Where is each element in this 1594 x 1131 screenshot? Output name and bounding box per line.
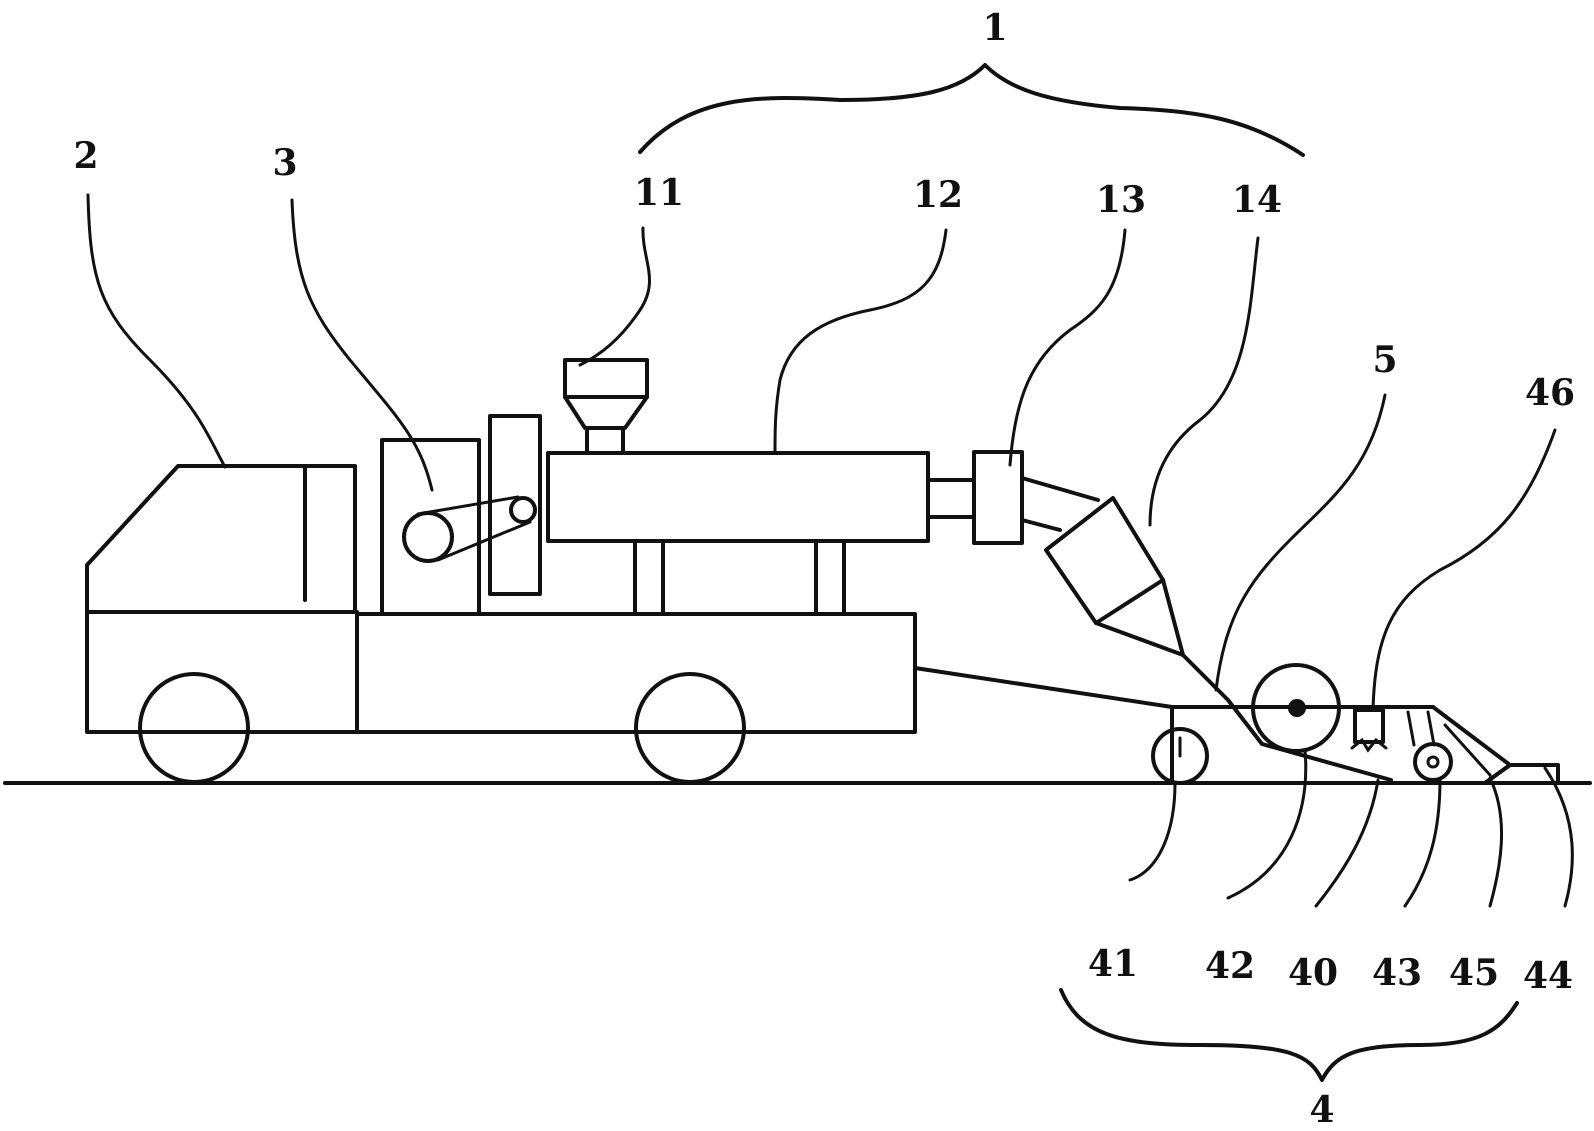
feed-pipe-top (1020, 476, 1100, 502)
label-3: 3 (272, 142, 297, 184)
film-roll-hub (1288, 699, 1306, 717)
brace-1 (638, 63, 1305, 157)
press-arm-left (1406, 710, 1416, 747)
extrusion-head (972, 450, 1024, 545)
label-4: 4 (1309, 1089, 1334, 1131)
front-wheel (138, 672, 250, 784)
leader-43 (1403, 778, 1442, 908)
leader-40 (1314, 778, 1380, 908)
label-13: 13 (1096, 179, 1146, 221)
leader-42 (1226, 748, 1308, 900)
drive-unit (380, 414, 542, 616)
extruder-barrel (546, 451, 930, 543)
label-12: 12 (913, 174, 963, 216)
hopper-top (563, 358, 649, 399)
label-40: 40 (1288, 952, 1338, 994)
barrel-support-right (814, 539, 846, 616)
brace-4 (1059, 988, 1519, 1082)
truck (85, 464, 917, 784)
label-14: 14 (1232, 179, 1282, 221)
tow-bar (913, 666, 1174, 709)
leader-11 (578, 226, 651, 367)
film-path (1226, 698, 1393, 782)
leader-12 (773, 228, 948, 455)
leader-44 (1543, 766, 1574, 908)
belt-top (416, 495, 520, 516)
leader-lines (86, 193, 1574, 908)
frame-outline (1170, 705, 1435, 785)
label-2: 2 (73, 135, 98, 177)
label-46: 46 (1525, 372, 1575, 414)
die-lip (1094, 578, 1185, 657)
press-wheel (1413, 742, 1453, 782)
label-43: 43 (1372, 952, 1422, 994)
truck-lower-body (85, 610, 359, 734)
front-support-wheel (1151, 727, 1209, 785)
label-11: 11 (634, 172, 684, 214)
reference-labels: 1 2 3 11 12 13 14 5 46 41 42 40 43 45 44… (73, 7, 1575, 1131)
label-5: 5 (1372, 339, 1397, 381)
laying-unit (913, 663, 1560, 785)
leader-45 (1488, 776, 1504, 908)
gearbox (488, 414, 542, 596)
press-wheel-hub (1426, 755, 1440, 769)
leader-3 (290, 198, 434, 492)
leader-46 (1371, 428, 1557, 712)
press-arm-right (1426, 710, 1436, 747)
sensor-46 (1353, 708, 1385, 744)
leader-14 (1148, 236, 1260, 527)
barrel-support-left (633, 539, 665, 616)
rear-wheel (634, 672, 746, 784)
sheet-outlet (1181, 653, 1230, 702)
leader-5 (1214, 393, 1387, 692)
label-45: 45 (1449, 952, 1499, 994)
belt-bottom (436, 520, 532, 562)
soil-cover-blade-44 (1483, 763, 1560, 785)
motor-pulley (402, 511, 454, 563)
scraper-45 (1443, 723, 1492, 777)
drive-housing (380, 438, 481, 616)
label-42: 42 (1205, 945, 1255, 987)
sensor-46-base (1350, 737, 1388, 753)
truck-cab (85, 464, 357, 614)
die-assembly (1020, 476, 1230, 702)
extruder (546, 358, 1024, 616)
driven-pulley (509, 496, 537, 524)
leader-13 (1008, 228, 1127, 467)
leader-2 (86, 193, 227, 469)
hopper-neck (585, 426, 625, 455)
hopper-funnel (563, 395, 649, 430)
label-1: 1 (982, 7, 1007, 49)
die-body (1044, 496, 1165, 625)
extruder-nozzle (926, 478, 976, 519)
film-roll (1251, 663, 1341, 753)
label-44: 44 (1523, 955, 1573, 997)
label-41: 41 (1088, 943, 1138, 985)
feed-pipe-bottom (1020, 518, 1062, 532)
leader-41 (1128, 781, 1177, 882)
